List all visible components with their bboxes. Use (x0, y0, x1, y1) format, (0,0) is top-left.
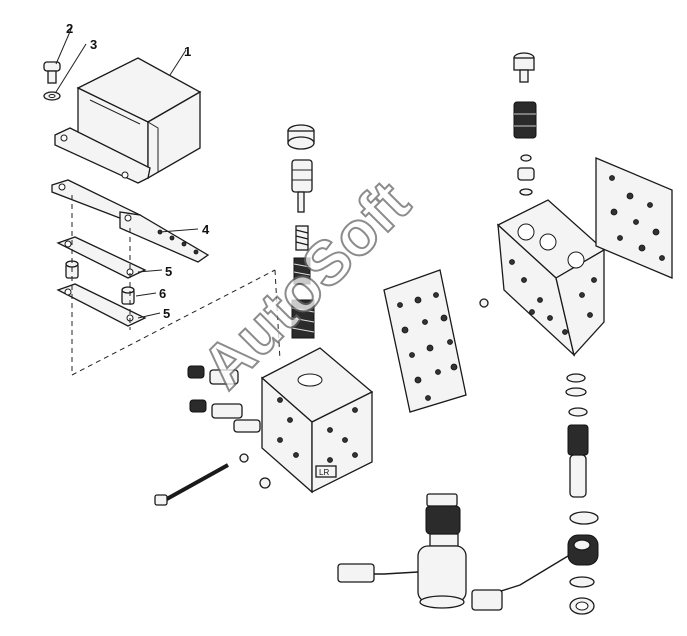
connector-right (471, 589, 503, 611)
spool (291, 159, 313, 193)
callout-5-lower: 5 (163, 306, 170, 321)
callout-4: 4 (202, 222, 210, 237)
callouts: 2 3 1 4 5 6 5 (66, 21, 210, 321)
cover-assembly (43, 57, 281, 376)
screw (43, 61, 61, 84)
spring-large (291, 299, 315, 339)
right-gasket-plate (595, 157, 673, 279)
gasket-plate-upper (56, 236, 147, 279)
center-valve-body: LR (260, 347, 374, 494)
right-valve-assembly (471, 52, 673, 615)
coil (567, 534, 599, 566)
spring-medium (293, 257, 311, 285)
callout-3: 3 (90, 37, 97, 52)
bracket (51, 179, 210, 263)
cover-flange (54, 127, 151, 184)
leader-lines (55, 26, 199, 319)
long-bolt (154, 463, 229, 506)
callout-6: 6 (159, 286, 166, 301)
callout-1: 1 (184, 44, 191, 59)
body-label: LR (319, 468, 329, 477)
center-gasket-plate (383, 269, 467, 413)
connector-left (337, 563, 375, 583)
right-valve-body (496, 199, 606, 357)
lower-solenoid (337, 493, 467, 609)
plug-fittings (187, 365, 261, 463)
spring-small (295, 225, 309, 251)
cartridge-valve (567, 424, 589, 498)
center-valve-assembly: LR (154, 124, 374, 506)
small-bolt (259, 477, 271, 489)
callout-5-upper: 5 (165, 264, 172, 279)
cover-box (76, 57, 202, 180)
spacer-right (121, 286, 135, 305)
callout-2: 2 (66, 21, 73, 36)
